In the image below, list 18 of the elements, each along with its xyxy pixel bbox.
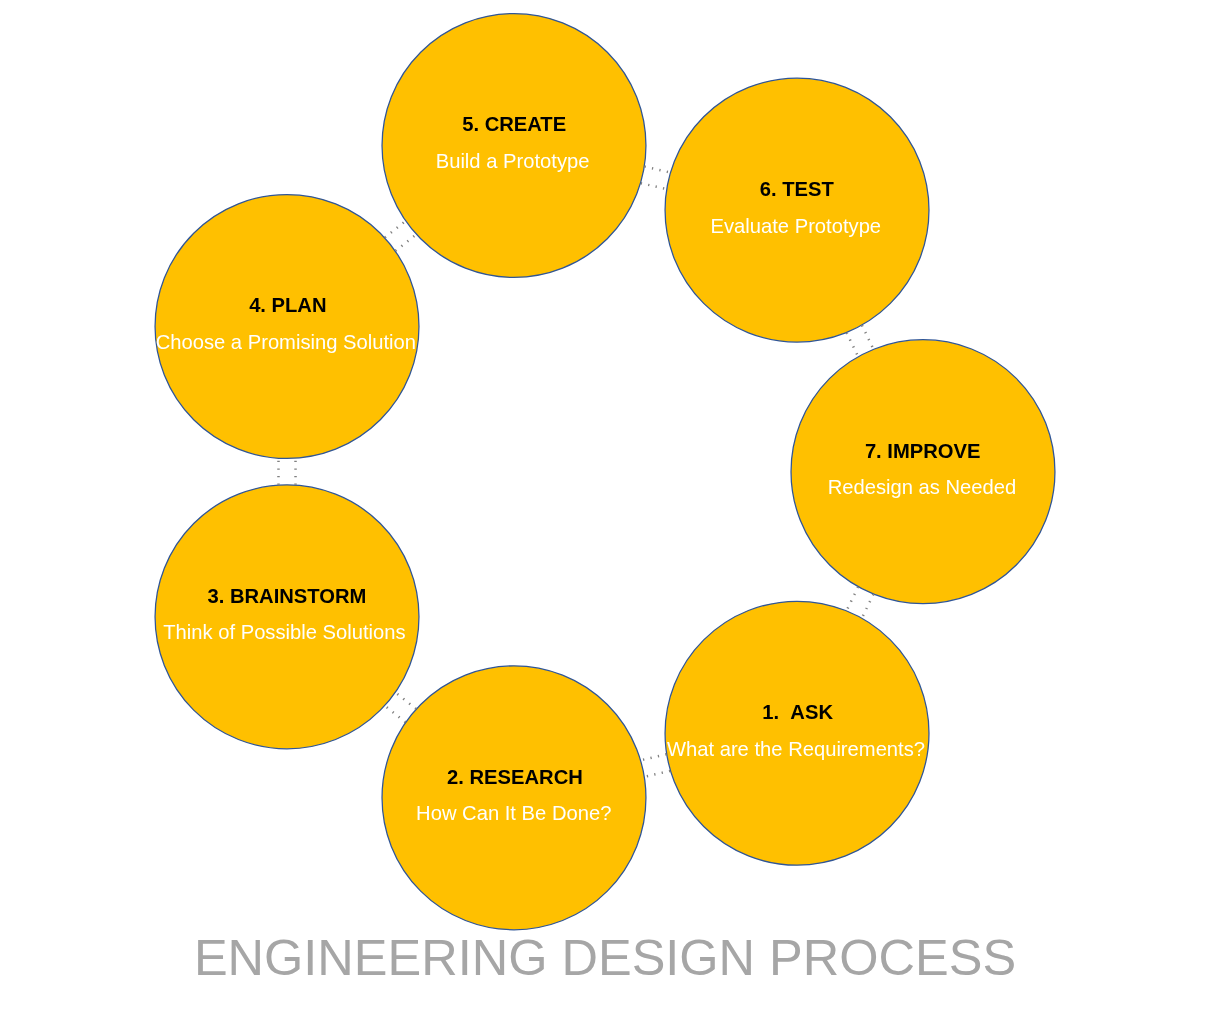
connector: [845, 332, 860, 358]
connector: [845, 586, 860, 612]
connector: [640, 753, 667, 762]
connector: [640, 181, 667, 191]
connector: [860, 324, 875, 350]
connector: [277, 458, 280, 485]
connector: [384, 220, 407, 239]
connector: [294, 458, 297, 485]
connector: [644, 165, 671, 174]
connector: [394, 233, 418, 252]
connector: [394, 691, 417, 710]
connector: [383, 704, 407, 724]
node-circle: 1. ASK What are the Requirements?: [664, 600, 930, 866]
node-circle: 7. IMPROVE Redesign as Needed: [790, 339, 1056, 605]
connector: [860, 593, 875, 619]
diagram-title: ENGINEERING DESIGN PROCESS: [193, 929, 1017, 987]
node-circle: 6. TEST Evaluate Prototype: [664, 77, 930, 343]
connector: [644, 769, 671, 779]
